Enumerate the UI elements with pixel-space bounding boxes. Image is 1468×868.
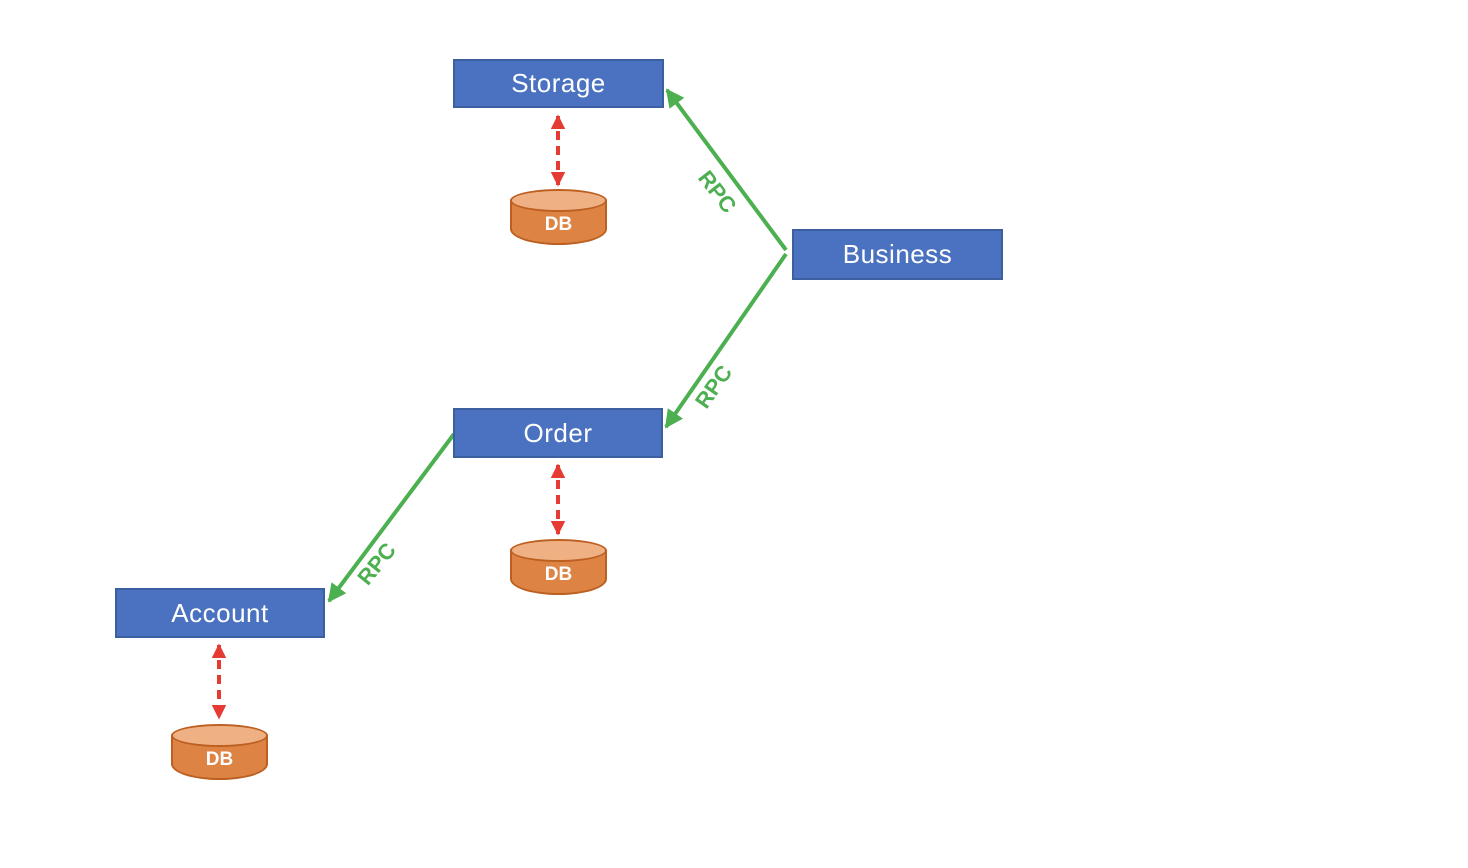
db-cylinder-top-ellipse xyxy=(510,189,607,212)
node-order-label: Order xyxy=(523,417,593,448)
db-label: DB xyxy=(544,564,573,585)
node-business-label: Business xyxy=(842,239,953,269)
rpc-edge-order-to-account xyxy=(327,432,456,603)
node-storage: Storage xyxy=(453,59,664,108)
db-label: DB xyxy=(544,214,573,235)
node-order: Order xyxy=(453,408,663,458)
node-account: Account xyxy=(115,588,325,638)
db-cylinder-top-ellipse xyxy=(510,539,607,562)
node-account-label: Account xyxy=(171,597,269,628)
rpc-edge-business-to-storage xyxy=(665,88,788,252)
db-cylinder-top-ellipse xyxy=(171,724,268,747)
db-cylinder-storage: DB xyxy=(510,189,607,245)
rpc-edge-business-to-order xyxy=(664,252,788,429)
node-business: Business xyxy=(792,229,1003,280)
db-cylinder-order: DB xyxy=(510,539,607,595)
db-cylinder-account: DB xyxy=(171,724,268,780)
node-storage-label: Storage xyxy=(511,68,606,98)
db-label: DB xyxy=(205,749,234,770)
